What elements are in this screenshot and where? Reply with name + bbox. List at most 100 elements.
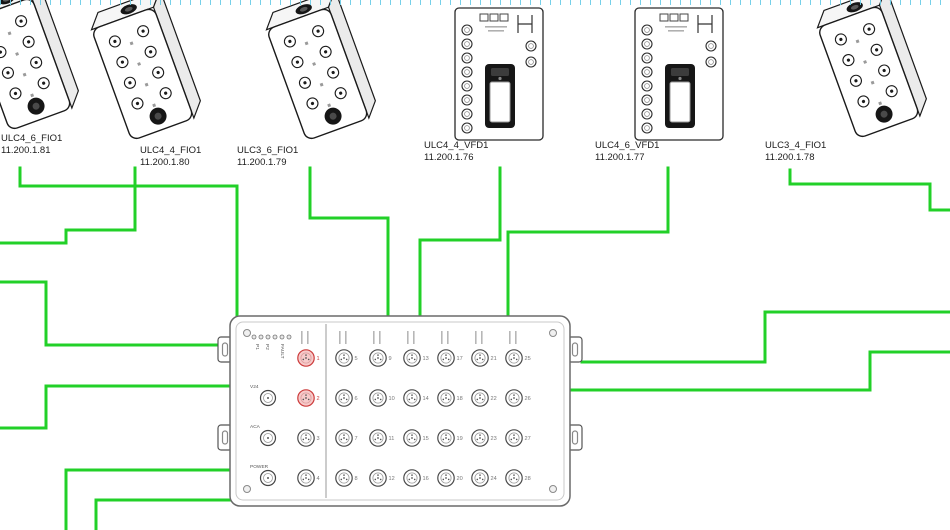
svg-text:24: 24: [491, 476, 497, 482]
port-column-marking: [475, 331, 483, 344]
cable-2[interactable]: [0, 166, 137, 245]
switch-port-5[interactable]: 5: [335, 349, 358, 367]
cable-1[interactable]: [18, 166, 239, 318]
port-column-marking: [301, 331, 309, 344]
switch-port-8[interactable]: 8: [335, 469, 358, 487]
cable-9[interactable]: [506, 166, 670, 318]
svg-text:18: 18: [457, 396, 463, 402]
svg-text:17: 17: [457, 356, 463, 362]
device-label-3: ULC3_6_FIO1 11.200.1.79: [237, 145, 298, 168]
cable-5[interactable]: [64, 468, 232, 530]
switch-inner-frame: [235, 321, 565, 501]
led-label-p2: P2: [264, 344, 270, 350]
cable-4[interactable]: [0, 384, 232, 430]
cable-3[interactable]: [0, 280, 232, 347]
cable-6[interactable]: [94, 498, 232, 530]
switch-node[interactable]: P1 P2 FAULT V24 ACA POWER 12345678910111…: [217, 315, 583, 507]
svg-text:16: 16: [423, 476, 429, 482]
device-name: ULC4_6_VFD1: [595, 140, 660, 151]
switch-port-25[interactable]: 25: [505, 349, 531, 367]
svg-text:11: 11: [389, 436, 395, 442]
switch-port-1[interactable]: 1: [297, 349, 320, 367]
switch-port-24[interactable]: 24: [471, 469, 497, 487]
svg-text:26: 26: [525, 396, 531, 402]
switch-port-11[interactable]: 11: [369, 429, 395, 447]
device-node-ulc4_6_vfd1[interactable]: [634, 7, 724, 141]
svg-text:8: 8: [355, 476, 358, 482]
switch-port-16[interactable]: 16: [403, 469, 429, 487]
svg-text:28: 28: [525, 476, 531, 482]
device-label-5: ULC4_6_VFD1 11.200.1.77: [595, 140, 659, 163]
svg-text:23: 23: [491, 436, 497, 442]
device-node-ulc4_4_fio1[interactable]: [86, 0, 206, 142]
device-name: ULC4_4_FIO1: [140, 145, 202, 156]
cable-8[interactable]: [418, 166, 502, 318]
switch-port-13[interactable]: 13: [403, 349, 429, 367]
device-ip: 11.200.1.78: [765, 151, 815, 163]
svg-text:20: 20: [457, 476, 463, 482]
device-node-ulc4_4_vfd1[interactable]: [454, 7, 544, 141]
cable-7[interactable]: [308, 166, 390, 318]
switch-port-10[interactable]: 10: [369, 389, 395, 407]
switch-port-12[interactable]: 12: [369, 469, 395, 487]
device-name: ULC4_4_VFD1: [424, 140, 489, 151]
device-label-6: ULC3_4_FIO1 11.200.1.78: [765, 140, 826, 163]
aux-port-aca[interactable]: [259, 429, 277, 447]
device-node-ulc3_4_fio1[interactable]: [812, 0, 932, 140]
switch-port-4[interactable]: 4: [297, 469, 320, 487]
device-ip: 11.200.1.76: [424, 151, 474, 163]
switch-port-15[interactable]: 15: [403, 429, 429, 447]
svg-text:19: 19: [457, 436, 463, 442]
cable-11[interactable]: [580, 310, 950, 364]
svg-text:6: 6: [355, 396, 358, 402]
svg-text:5: 5: [355, 356, 358, 362]
device-ip: 11.200.1.79: [237, 156, 287, 168]
device-name: ULC3_6_FIO1: [237, 145, 299, 156]
svg-text:21: 21: [491, 356, 497, 362]
svg-text:1: 1: [317, 356, 320, 362]
device-node-ulc3_6_fio1[interactable]: [261, 0, 381, 142]
switch-port-28[interactable]: 28: [505, 469, 531, 487]
device-label-1: ULC4_6_FIO1 11.200.1.81: [1, 133, 62, 156]
aux-port-power[interactable]: [259, 469, 277, 487]
svg-text:15: 15: [423, 436, 429, 442]
switch-port-22[interactable]: 22: [471, 389, 497, 407]
cable-10[interactable]: [788, 168, 950, 212]
svg-text:4: 4: [317, 476, 320, 482]
switch-port-26[interactable]: 26: [505, 389, 531, 407]
svg-text:12: 12: [389, 476, 395, 482]
grid-ruler: [0, 0, 950, 5]
switch-port-9[interactable]: 9: [369, 349, 392, 367]
status-leds: [251, 334, 292, 340]
switch-port-7[interactable]: 7: [335, 429, 358, 447]
svg-text:9: 9: [389, 356, 392, 362]
cable-12[interactable]: [570, 350, 950, 392]
port-column-marking: [509, 331, 517, 344]
switch-port-27[interactable]: 27: [505, 429, 531, 447]
switch-port-21[interactable]: 21: [471, 349, 497, 367]
switch-port-grid: 1234567891011121314151617181920212223242…: [297, 331, 531, 487]
device-ip: 11.200.1.80: [140, 156, 190, 168]
switch-port-14[interactable]: 14: [403, 389, 429, 407]
switch-port-6[interactable]: 6: [335, 389, 358, 407]
device-node-ulc4_6_fio1[interactable]: [0, 0, 84, 132]
svg-text:14: 14: [423, 396, 429, 402]
svg-text:7: 7: [355, 436, 358, 442]
svg-text:27: 27: [525, 436, 531, 442]
switch-port-19[interactable]: 19: [437, 429, 463, 447]
svg-text:25: 25: [525, 356, 531, 362]
svg-text:3: 3: [317, 436, 320, 442]
switch-port-23[interactable]: 23: [471, 429, 497, 447]
port-column-marking: [407, 331, 415, 344]
switch-port-18[interactable]: 18: [437, 389, 463, 407]
switch-port-17[interactable]: 17: [437, 349, 463, 367]
svg-text:10: 10: [389, 396, 395, 402]
aux-port-v24[interactable]: [259, 389, 277, 407]
device-ip: 11.200.1.81: [1, 144, 51, 156]
switch-port-2[interactable]: 2: [297, 389, 320, 407]
switch-port-20[interactable]: 20: [437, 469, 463, 487]
device-name: ULC3_4_FIO1: [765, 140, 827, 151]
switch-port-3[interactable]: 3: [297, 429, 320, 447]
